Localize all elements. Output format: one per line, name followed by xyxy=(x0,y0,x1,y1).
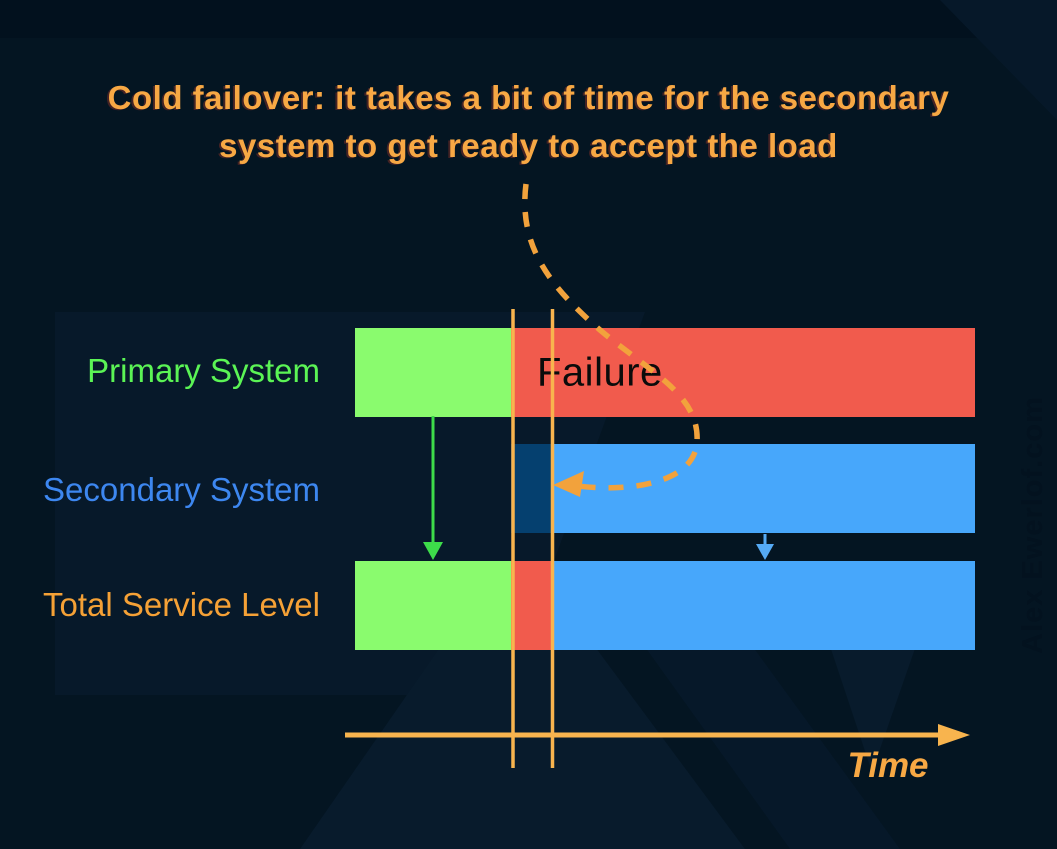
failure-label: Failure xyxy=(537,350,663,394)
total-outage-segment xyxy=(511,561,553,650)
primary-system-label: Primary System xyxy=(87,352,320,389)
site-watermark: Alex Ewerlof.com xyxy=(1017,396,1049,654)
secondary-active-segment xyxy=(553,444,975,533)
time-axis-label: Time xyxy=(847,746,929,785)
title-line-2: system to get ready to accept the load xyxy=(219,127,838,164)
primary-active-segment xyxy=(355,328,511,417)
total-secondary-served-segment xyxy=(553,561,975,650)
secondary-warming-up-segment xyxy=(511,444,553,533)
diagram-title: Cold failover: it takes a bit of time fo… xyxy=(0,74,1057,170)
secondary-system-bar xyxy=(511,444,975,533)
total-primary-served-segment xyxy=(355,561,511,650)
primary-system-bar: Failure xyxy=(355,328,975,417)
total-service-level-bar xyxy=(355,561,975,650)
secondary-system-label: Secondary System xyxy=(43,471,320,508)
title-line-1: Cold failover: it takes a bit of time fo… xyxy=(107,79,950,116)
primary-failed-segment: Failure xyxy=(511,328,975,417)
total-service-level-label: Total Service Level xyxy=(43,586,320,623)
